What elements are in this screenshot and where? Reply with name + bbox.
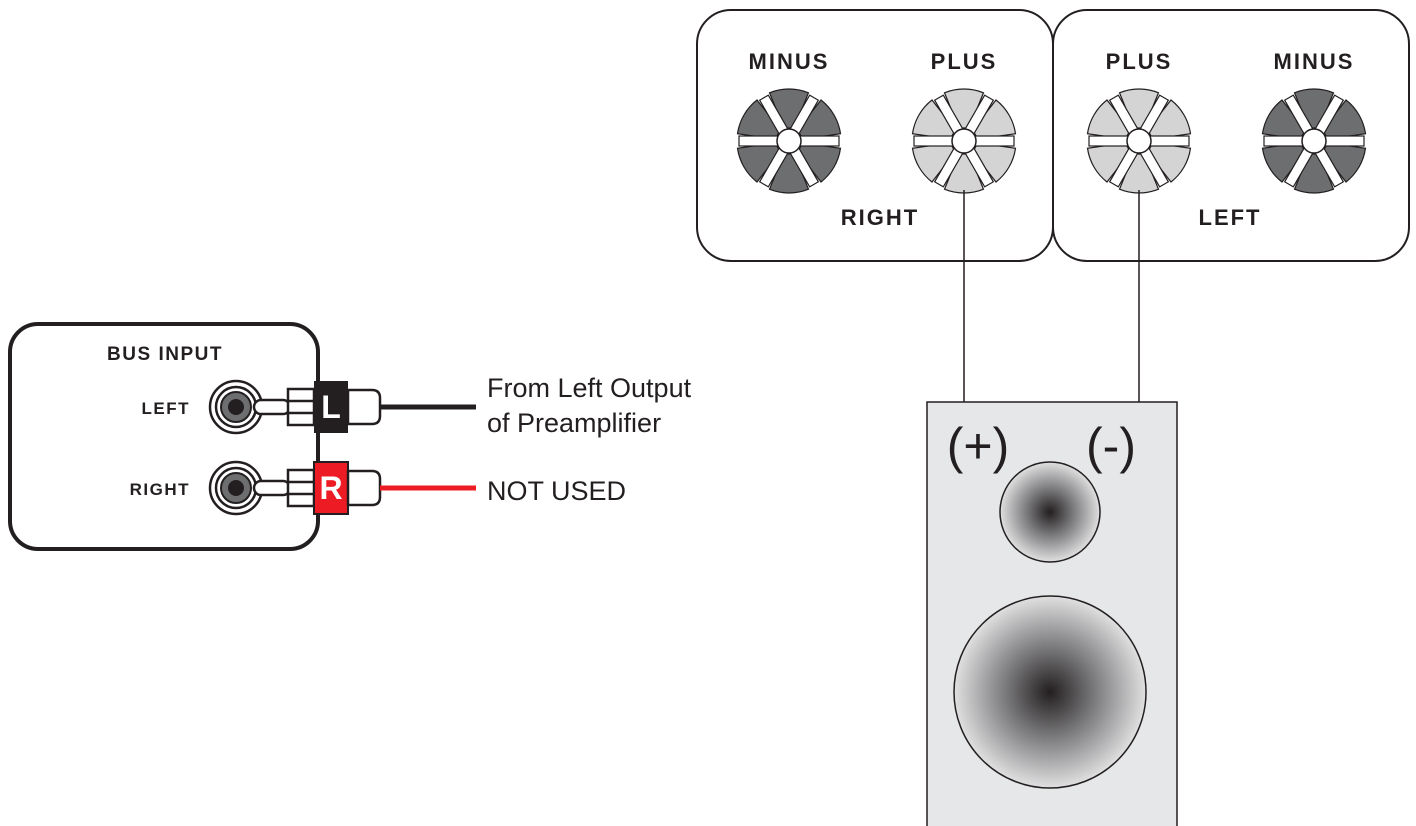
right-plug-letter: R [319,470,342,506]
right-plus-binding-post [911,88,1017,194]
right-rca-connector: R [208,460,476,516]
left-channel-label: LEFT [1199,205,1262,230]
left-minus-binding-post [1261,88,1367,194]
speaker-plus-label: (+) [947,418,1010,474]
bus-input-panel: BUS INPUT LEFT RIGHT [8,322,320,551]
speaker-woofer [953,595,1147,789]
left-rca-connector: L [208,379,476,435]
left-plug-letter: L [321,389,341,425]
bus-input-title: BUS INPUT [107,344,223,365]
right-channel-minus-label: MINUS [749,49,830,74]
left-plus-binding-post [1086,88,1192,194]
bus-input-right-label: RIGHT [130,480,190,499]
bus-input-left-label: LEFT [142,399,191,418]
left-channel-minus-label: MINUS [1274,49,1355,74]
left-note-line2: of Preamplifier [487,408,661,438]
amp-terminal-left-channel: PLUS MINUS LEFT [1052,9,1410,262]
right-note: NOT USED [487,476,626,506]
left-plug-body [314,381,348,433]
right-channel-label: RIGHT [841,205,919,230]
left-channel-plus-label: PLUS [1106,49,1173,74]
left-note-line1: From Left Output [487,373,692,403]
right-minus-binding-post [736,88,842,194]
right-channel-plus-label: PLUS [931,49,998,74]
speaker-minus-label: (-) [1086,418,1136,474]
amp-terminal-right-channel: MINUS PLUS RIGHT [696,9,1054,262]
left-channel-panel [1052,9,1410,262]
speaker-cabinet: (+) (-) [926,401,1178,826]
speaker-tweeter [999,461,1101,563]
